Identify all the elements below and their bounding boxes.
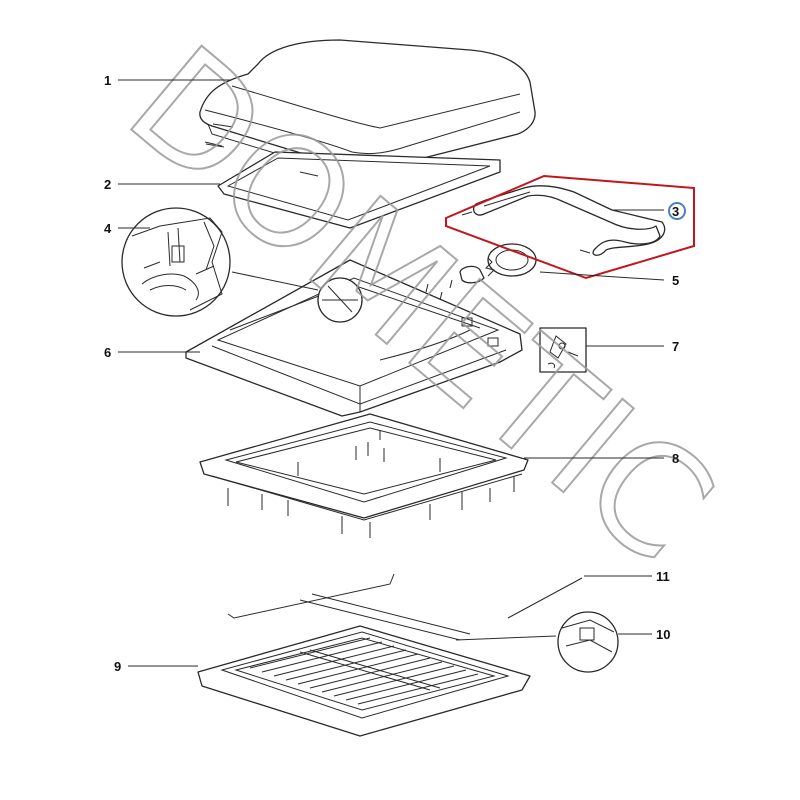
callout-8: 8 (672, 451, 679, 466)
part-6-inner-frame (185, 259, 523, 417)
part-11-strip (227, 573, 471, 641)
highlight-box-part-3 (445, 174, 695, 280)
part-9-flyscreen-frame (197, 625, 531, 737)
callout-numbers: 1 2 3 4 5 6 7 8 11 10 9 (104, 73, 686, 674)
part-2-gasket (205, 143, 501, 229)
callout-4: 4 (104, 221, 112, 236)
callout-10: 10 (656, 627, 670, 642)
callout-3-ring (668, 202, 686, 220)
part-10-clip-detail (557, 611, 619, 673)
part-8-mounting-frame (199, 413, 529, 538)
callout-5: 5 (672, 273, 679, 288)
callout-9: 9 (114, 659, 121, 674)
part-5-crank-knob (459, 243, 537, 284)
part-3-hinge-arm (461, 185, 666, 256)
leader-lines (118, 79, 665, 667)
part-7-hardware-box (539, 327, 587, 373)
callout-6: 6 (104, 345, 111, 360)
callout-1: 1 (104, 73, 111, 88)
callout-11: 11 (656, 569, 670, 584)
callout-3: 3 (672, 204, 679, 219)
callout-2: 2 (104, 177, 111, 192)
callout-7: 7 (672, 339, 679, 354)
part-4-detail-circle (121, 207, 231, 317)
